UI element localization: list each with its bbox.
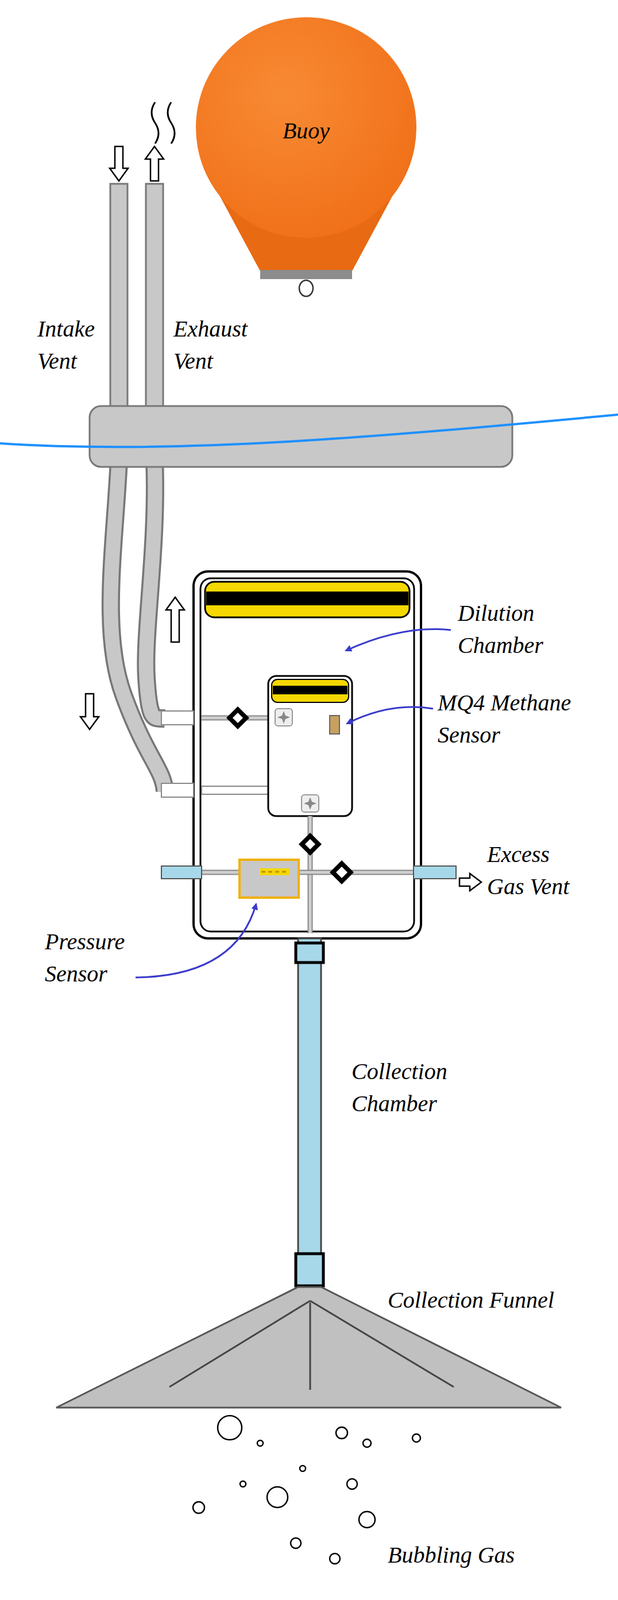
part-label: Collection Funnel — [387, 1284, 555, 1317]
part-label: Bubbling Gas — [387, 1539, 515, 1572]
part-label: Pressure Sensor — [44, 925, 125, 991]
part-label: MQ4 Methane Sensor — [437, 686, 585, 752]
node-label: Buoy — [282, 114, 330, 148]
part-label: Dilution Chamber — [457, 597, 544, 662]
part-label: Collection Chamber — [351, 1055, 448, 1120]
part-label: Excess Gas Vent — [487, 838, 585, 903]
part-label: Exhaust Vent — [173, 313, 248, 378]
buoy-node: Buoy — [282, 114, 330, 148]
part-label: Intake Vent — [37, 313, 95, 378]
